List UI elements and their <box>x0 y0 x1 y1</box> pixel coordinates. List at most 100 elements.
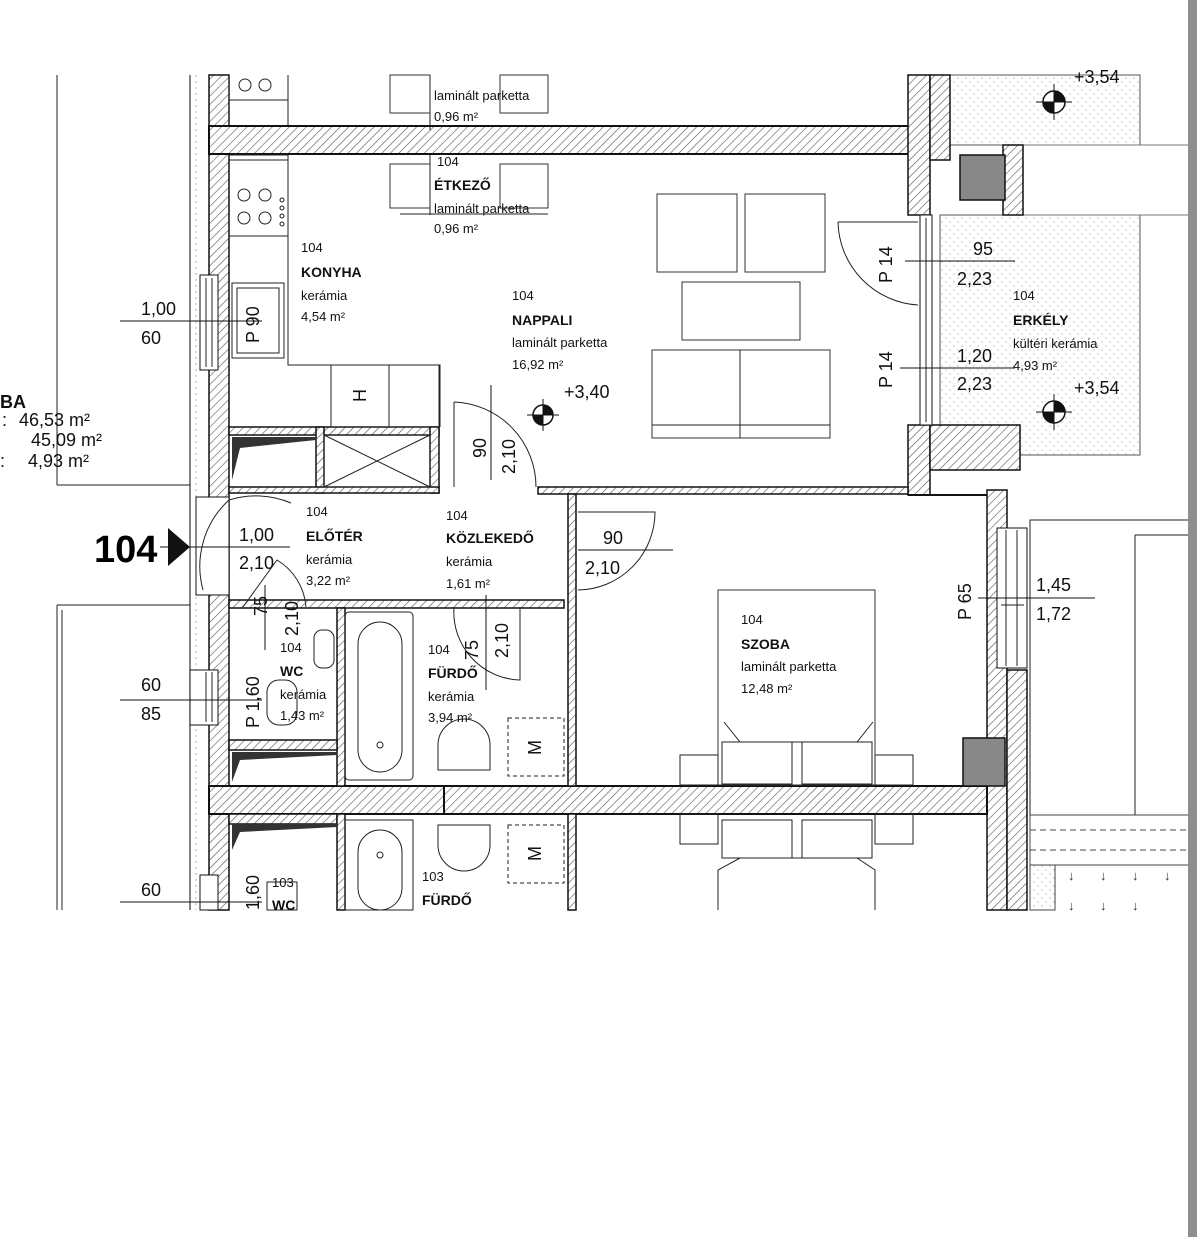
room-label-nappali: 104 NAPPALI laminált parketta 16,92 m² <box>512 288 608 372</box>
dim-wc103-window: 60 1,60 <box>141 875 263 910</box>
svg-text:60: 60 <box>141 675 161 695</box>
dining-furniture <box>389 74 549 215</box>
svg-text:kerámia: kerámia <box>446 554 493 569</box>
svg-text:1,72: 1,72 <box>1036 604 1071 624</box>
svg-text:ÉTKEZŐ: ÉTKEZŐ <box>434 176 491 193</box>
svg-text:FÜRDŐ: FÜRDŐ <box>428 664 478 681</box>
dim-entry-door: 1,00 2,10 <box>239 525 274 573</box>
svg-text:103: 103 <box>422 869 444 884</box>
svg-text:WC: WC <box>272 897 295 913</box>
svg-text:laminált parketta: laminált parketta <box>741 659 837 674</box>
svg-text:104: 104 <box>741 612 763 627</box>
svg-text:4,54 m²: 4,54 m² <box>301 309 346 324</box>
summary-block: BA : 46,53 m² 45,09 m² : 4,93 m² <box>0 392 102 471</box>
level-marker-nappali <box>527 399 559 431</box>
svg-text:P 14: P 14 <box>876 351 896 388</box>
room-label-wc: 104 WC kerámia 1,43 m² <box>280 640 327 723</box>
hood-symbol: H <box>350 389 370 402</box>
svg-text:104: 104 <box>428 642 450 657</box>
svg-text:↓: ↓ <box>1100 898 1107 913</box>
level-markers <box>527 84 1072 431</box>
svg-text:kerámia: kerámia <box>301 288 348 303</box>
svg-text:1,45: 1,45 <box>1036 575 1071 595</box>
dim-kitchen-window: 1,00 60 P 90 <box>141 299 263 348</box>
room-label-szoba: 104 SZOBA laminált parketta 12,48 m² <box>741 612 837 696</box>
washer-symbol-2: M <box>525 846 545 861</box>
level-marker-erkely <box>1036 394 1072 430</box>
svg-text:laminált parketta: laminált parketta <box>434 201 530 216</box>
svg-text:↓: ↓ <box>1068 868 1075 883</box>
scrollbar[interactable] <box>1188 0 1197 1237</box>
svg-text:↓: ↓ <box>1068 898 1075 913</box>
svg-text:KONYHA: KONYHA <box>301 264 362 280</box>
svg-text:P 14: P 14 <box>876 246 896 283</box>
kitchen-furniture <box>228 75 441 850</box>
room-label-erkely: 104 ERKÉLY kültéri kerámia 4,93 m² <box>1013 288 1098 373</box>
living-furniture <box>651 193 831 439</box>
balcony-floor <box>939 74 1188 456</box>
svg-text:2,23: 2,23 <box>957 269 992 289</box>
lawn-symbols: ↓ ↓ ↓ ↓ ↓ ↓ ↓ <box>1068 868 1171 913</box>
svg-text:2,10: 2,10 <box>492 623 512 658</box>
svg-text:60: 60 <box>141 880 161 900</box>
svg-text:16,92 m²: 16,92 m² <box>512 357 564 372</box>
svg-text:104: 104 <box>301 240 323 255</box>
room-label-furdo-103: 103 FÜRDŐ <box>422 869 472 908</box>
svg-text:104: 104 <box>437 154 459 169</box>
svg-text:104: 104 <box>1013 288 1035 303</box>
svg-text:60: 60 <box>141 328 161 348</box>
svg-text:4,93 m²: 4,93 m² <box>28 451 89 471</box>
svg-text:BA: BA <box>0 392 26 412</box>
level-nappali: +3,40 <box>564 382 610 402</box>
svg-text:↓: ↓ <box>1132 898 1139 913</box>
svg-text:104: 104 <box>446 508 468 523</box>
svg-text:P 1,60: P 1,60 <box>243 676 263 728</box>
dim-wc-window: 60 85 P 1,60 <box>141 675 263 728</box>
dim-wc-door: 75 2,10 <box>251 596 302 636</box>
svg-text:46,53 m²: 46,53 m² <box>19 410 90 430</box>
svg-text:1,61 m²: 1,61 m² <box>446 576 491 591</box>
svg-text:kerámia: kerámia <box>306 552 353 567</box>
washer-symbol-1: M <box>525 740 545 755</box>
svg-text:1,00: 1,00 <box>239 525 274 545</box>
svg-text::: : <box>0 451 5 471</box>
svg-text:↓: ↓ <box>1100 868 1107 883</box>
svg-text:90: 90 <box>603 528 623 548</box>
svg-text:kültéri kerámia: kültéri kerámia <box>1013 336 1098 351</box>
dim-furdo-door: 75 2,10 <box>462 623 512 660</box>
level-erkely: +3,54 <box>1074 378 1120 398</box>
svg-text:104: 104 <box>306 504 328 519</box>
dim-nappali-door: 90 2,10 <box>470 438 519 474</box>
svg-text:1,43 m²: 1,43 m² <box>280 708 325 723</box>
room-label-etkezo: 104 ÉTKEZŐ laminált parketta 0,96 m² <box>434 154 530 236</box>
svg-text:kerámia: kerámia <box>428 689 475 704</box>
room-label-etkezo-top: laminált parketta 0,96 m² <box>434 88 530 124</box>
svg-text:2,10: 2,10 <box>239 553 274 573</box>
room-label-eloter: 104 ELŐTÉR kerámia 3,22 m² <box>306 504 363 588</box>
svg-text:laminált parketta: laminált parketta <box>434 88 530 103</box>
room-label-konyha: 104 KONYHA kerámia 4,54 m² <box>301 240 362 324</box>
svg-text:2,10: 2,10 <box>585 558 620 578</box>
room-label-kozlekedo: 104 KÖZLEKEDŐ kerámia 1,61 m² <box>446 508 534 591</box>
room-label-wc-103: 103 WC <box>272 875 295 913</box>
svg-text:kerámia: kerámia <box>280 687 327 702</box>
svg-text:104: 104 <box>512 288 534 303</box>
neighbour-outline-right <box>1029 519 1188 911</box>
svg-text:104: 104 <box>280 640 302 655</box>
neighbour-outline-left <box>56 75 190 910</box>
svg-text:103: 103 <box>272 875 294 890</box>
svg-text:75: 75 <box>462 640 482 660</box>
svg-text:12,48 m²: 12,48 m² <box>741 681 793 696</box>
svg-text:ERKÉLY: ERKÉLY <box>1013 312 1069 328</box>
svg-text:2,10: 2,10 <box>499 439 519 474</box>
svg-text:90: 90 <box>470 438 490 458</box>
svg-text:3,22 m²: 3,22 m² <box>306 573 351 588</box>
svg-text:P 65: P 65 <box>955 583 975 620</box>
door-swings <box>199 221 919 681</box>
svg-text:↓: ↓ <box>1164 868 1171 883</box>
svg-text:FÜRDŐ: FÜRDŐ <box>422 891 472 908</box>
svg-text:4,93 m²: 4,93 m² <box>1013 358 1058 373</box>
svg-text:P 90: P 90 <box>243 306 263 343</box>
unit-label: 104 <box>94 529 157 571</box>
